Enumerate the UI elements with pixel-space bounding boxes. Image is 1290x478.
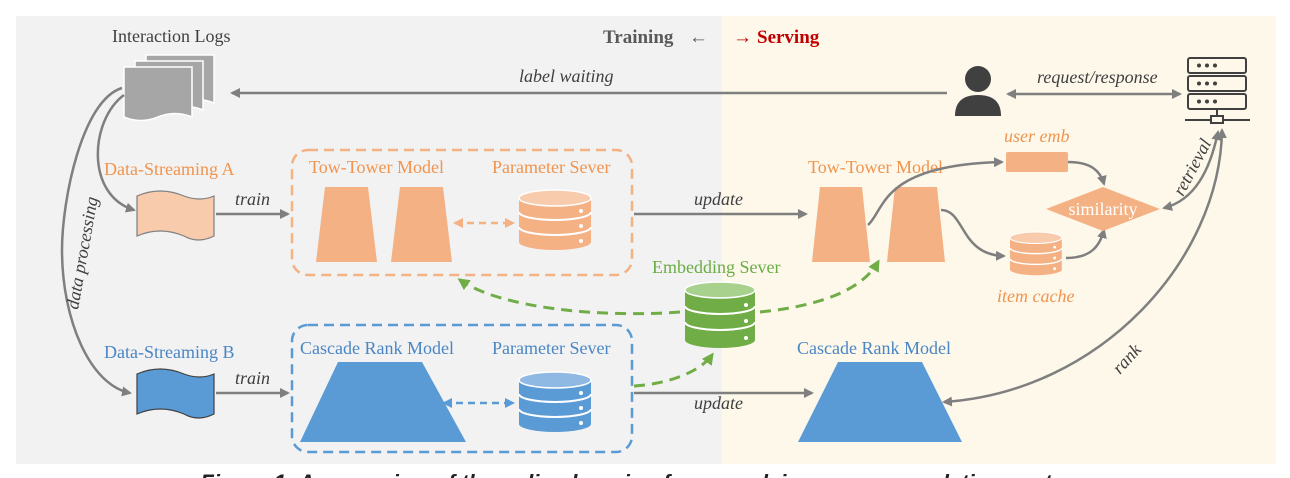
tower-left <box>316 187 377 262</box>
data-streaming-a-label: Data-Streaming A <box>104 159 234 179</box>
tow-tower-serve-label: Tow-Tower Model <box>808 157 943 177</box>
database-icon-b <box>518 371 592 433</box>
request-response-label: request/response <box>1037 67 1158 87</box>
param-sever-b-label: Parameter Sever <box>492 338 610 358</box>
embedding-to-train-arrow <box>457 278 681 316</box>
serve-tower-right <box>887 187 945 262</box>
label-waiting-label: label waiting <box>519 66 614 86</box>
data-streaming-b-label: Data-Streaming B <box>104 342 234 362</box>
embedding-to-serve-arrow <box>759 259 880 314</box>
stream-a-feed-arrow <box>96 93 136 213</box>
embedding-sever-label: Embedding Sever <box>652 257 780 277</box>
serving-arrow: → <box>733 27 752 48</box>
cascade-train-box <box>290 323 634 454</box>
rank-label: rank <box>1108 339 1146 378</box>
param-sever-a-label: Parameter Sever <box>492 157 610 177</box>
server-rack-icon <box>1185 57 1250 124</box>
user-emb-vector <box>1006 152 1068 172</box>
tow-tower-train-label: Tow-Tower Model <box>309 157 444 177</box>
cascade-serve-label: Cascade Rank Model <box>797 338 951 358</box>
item-cache-to-sim-arrow <box>1065 228 1107 260</box>
train-a-label: train <box>235 189 270 209</box>
similarity-label: similarity <box>1069 199 1138 219</box>
interaction-logs-label: Interaction Logs <box>112 26 230 46</box>
user-icon <box>955 66 1001 116</box>
embedding-database-icon <box>684 281 756 348</box>
server-leds <box>1197 63 1217 104</box>
train-b-label: train <box>235 368 270 388</box>
data-processing-arrow <box>60 86 132 397</box>
document-stack-icon <box>123 54 215 122</box>
serving-title: Serving <box>757 27 820 48</box>
data-processing-label: data processing <box>62 195 101 311</box>
serve-tower-left <box>812 187 870 262</box>
cascade-train-shape <box>300 362 466 442</box>
rank-to-embedding-arrow <box>633 352 714 388</box>
data-stream-icon <box>136 190 215 241</box>
cascade-serve-shape <box>798 362 962 442</box>
figure-caption: Figure 1: An overview of the online lear… <box>200 470 1089 478</box>
data-stream-b-icon <box>136 368 215 419</box>
database-icon-a <box>518 189 592 251</box>
item-cache-arrow <box>940 208 1006 261</box>
tower-right <box>391 187 452 262</box>
item-cache-database-icon <box>1009 231 1063 276</box>
rank-arrow <box>942 128 1227 407</box>
item-cache-label: item cache <box>997 286 1074 306</box>
update-b-label: update <box>694 393 743 413</box>
user-emb-label: user emb <box>1004 126 1070 146</box>
training-title: Training <box>603 27 674 48</box>
update-a-label: update <box>694 189 743 209</box>
training-arrow: ← <box>689 27 708 48</box>
cascade-train-label: Cascade Rank Model <box>300 338 454 358</box>
tow-tower-train-box <box>290 148 634 277</box>
user-emb-to-sim-arrow <box>1067 160 1107 186</box>
